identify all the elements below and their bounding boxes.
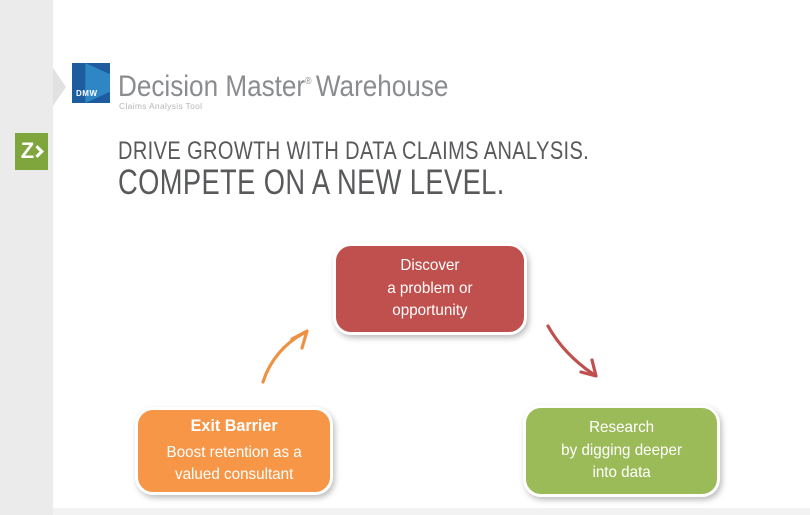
headline-line2: COMPETE ON A NEW LEVEL. [118, 163, 505, 202]
node-discover-line: opportunity [392, 302, 468, 320]
node-exit-barrier-line: Boost retention as a [166, 443, 302, 461]
zywave-logo: Z [15, 133, 48, 170]
arrow-discover-to-research [546, 324, 598, 378]
node-research-line: by digging deeper [561, 441, 682, 459]
node-exit-barrier-line: valued consultant [174, 466, 294, 483]
sidebar-chevron-icon [53, 68, 66, 106]
arrow-exit-to-discover [261, 329, 309, 384]
zywave-logo-letter: Z [20, 137, 35, 163]
node-discover: Discover a problem or opportunity [333, 243, 527, 335]
node-research-line: Research [588, 419, 655, 437]
left-sidebar [0, 0, 53, 515]
product-name: Decision Master®Warehouse [118, 70, 448, 104]
node-discover-line: Discover [400, 257, 460, 275]
dmw-logo: DMW [72, 63, 110, 103]
node-research: Research by digging deeper into data [523, 405, 720, 497]
node-research-line: into data [592, 464, 651, 482]
node-exit-barrier: Exit Barrier Boost retention as a valued… [135, 407, 333, 495]
node-exit-barrier-title: Exit Barrier [190, 415, 278, 435]
bottom-strip [0, 508, 810, 515]
product-name-suffix: Warehouse [315, 70, 449, 103]
product-tagline: Claims Analysis Tool [119, 101, 203, 111]
node-discover-line: a problem or [387, 279, 473, 297]
product-name-main: Decision Master [118, 70, 306, 103]
headline-line1: DRIVE GROWTH WITH DATA CLAIMS ANALYSIS. [118, 137, 590, 165]
registered-trademark-symbol: ® [305, 76, 312, 87]
dmw-logo-text: DMW [76, 89, 98, 98]
